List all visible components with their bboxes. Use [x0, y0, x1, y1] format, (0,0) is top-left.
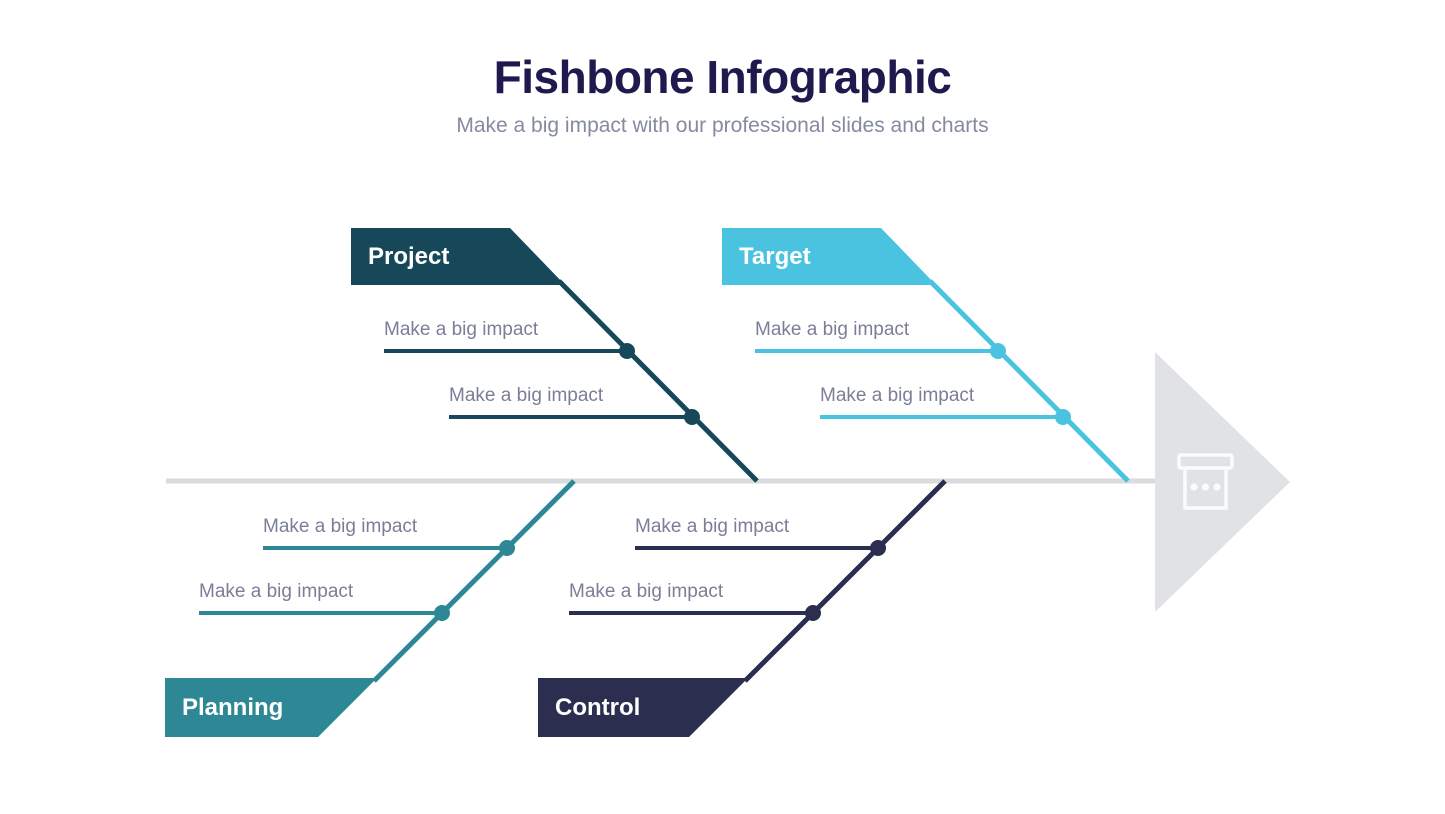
archive-lid: [1177, 453, 1234, 470]
target-bone-dot: [990, 343, 1006, 359]
target-item-1: Make a big impact: [755, 319, 910, 340]
project-bone-dot: [684, 409, 700, 425]
archive-dot: [1190, 483, 1198, 491]
target-item-2: Make a big impact: [820, 385, 975, 406]
arrow-head: [1155, 352, 1290, 612]
archive-box-icon: [1177, 453, 1234, 510]
planning-bones: [199, 479, 576, 683]
control-item-1: Make a big impact: [635, 516, 790, 537]
planning-main-bone: [372, 479, 576, 683]
project-bones: [384, 279, 759, 483]
project-item-1: Make a big impact: [384, 319, 539, 340]
planning-bone-dot: [434, 605, 450, 621]
planning-item-2: Make a big impact: [199, 581, 354, 602]
control-main-bone: [743, 479, 947, 683]
control-bones: [569, 479, 947, 683]
target-bone-dot: [1055, 409, 1071, 425]
control-bone-dot: [870, 540, 886, 556]
target-bones: [755, 279, 1130, 483]
page-title: Fishbone Infographic: [493, 51, 952, 103]
category-label-text: Target: [739, 242, 811, 270]
project-bone-dot: [619, 343, 635, 359]
planning-item-1: Make a big impact: [263, 516, 418, 537]
category-label-text: Planning: [182, 693, 284, 721]
target-main-bone: [928, 279, 1130, 483]
control-bone-dot: [805, 605, 821, 621]
project-item-2: Make a big impact: [449, 385, 604, 406]
category-label-control: Control: [538, 678, 748, 737]
category-label-text: Control: [555, 693, 641, 721]
category-label-text: Project: [368, 242, 450, 270]
project-main-bone: [557, 279, 759, 483]
planning-bone-dot: [499, 540, 515, 556]
archive-dot: [1213, 483, 1221, 491]
control-item-2: Make a big impact: [569, 581, 724, 602]
page-subtitle: Make a big impact with our professional …: [456, 114, 989, 137]
archive-dot: [1201, 483, 1210, 491]
